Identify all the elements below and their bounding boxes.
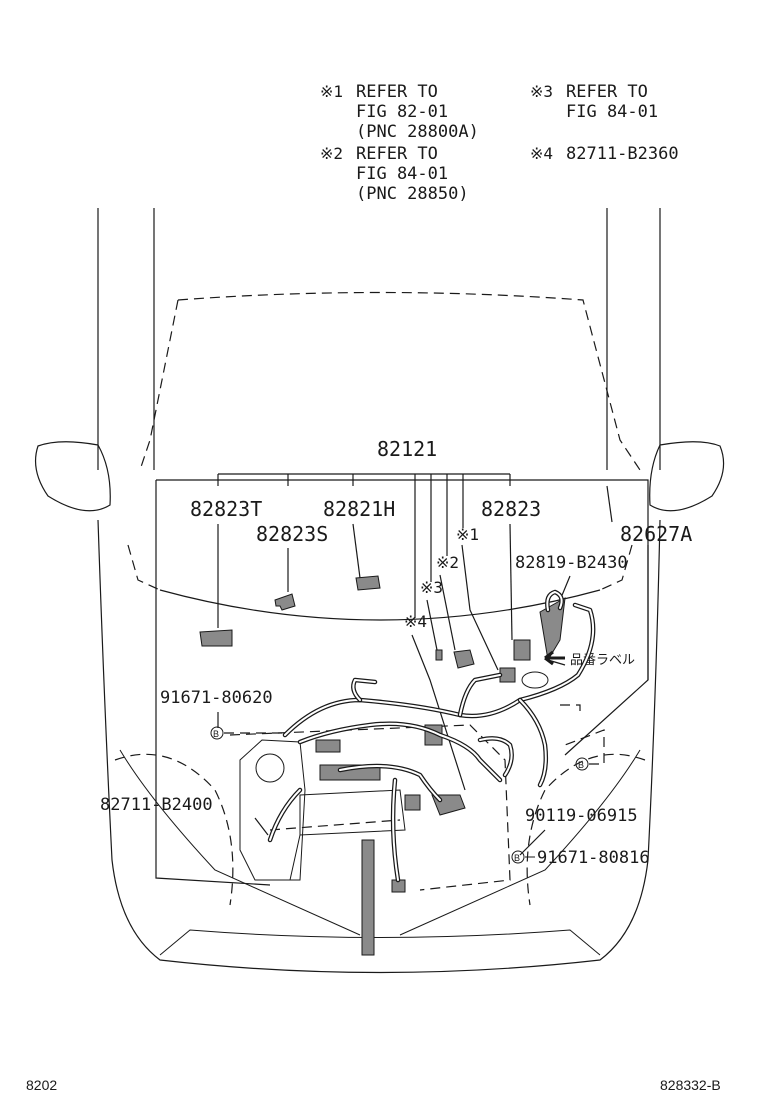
ref-mark-4: ※4 [404,612,427,631]
clip-b-letter-bottom: B [514,853,520,863]
clip-b-letter-right: B [578,760,584,770]
clip-b-symbols: B B B [210,726,605,864]
clip-b-letter-left: B [213,729,219,739]
note-1-mark: ※1 [320,82,343,101]
note-4-line-1: 82711-B2360 [566,144,679,164]
part-82823S: 82823S [256,522,328,546]
connector-82823T [199,629,233,647]
part-number-label-jp: 品番ラベル [570,652,635,667]
footer-figure-number: 8202 [26,1077,57,1093]
right-mirror [649,441,725,512]
note-1-line-3: (PNC 28800A) [356,122,479,142]
note-2-line-2: FIG 84-01 [356,164,448,184]
leader-lines [217,485,649,856]
part-90119-06915: 90119-06915 [525,806,638,826]
part-82823T: 82823T [190,497,262,521]
connector-82823 [513,639,531,661]
part-91671-80816: 91671-80816 [537,848,650,868]
note-2-mark: ※2 [320,144,343,163]
note-2-line-1: REFER TO [356,144,438,164]
ref-mark-2: ※2 [436,553,459,572]
part-82823: 82823 [481,497,541,521]
engine-outline [229,704,581,891]
part-82627A: 82627A [620,522,692,546]
notes-block: ※1 REFER TO FIG 82-01 (PNC 28800A) ※2 RE… [320,82,679,204]
part-82711-B2400: 82711-B2400 [100,795,213,815]
footer-drawing-code: 828332-B [660,1077,721,1093]
part-91671-80620: 91671-80620 [160,688,273,708]
connector-82823S [274,593,296,611]
part-82819-B2430: 82819-B2430 [515,553,628,573]
note-3-line-1: REFER TO [566,82,648,102]
label-82121: 82121 [217,437,511,486]
clip-b-circle-bottom [511,850,525,864]
note-4-mark: ※4 [530,144,553,163]
left-mirror [35,441,111,512]
vehicle-outline [35,208,725,974]
clip-b-circle-left [210,726,224,740]
relay-block [539,597,566,662]
part-82821H: 82821H [323,497,395,521]
label-ring [521,671,549,689]
ground-strap [361,839,375,956]
part-82121: 82121 [377,437,437,461]
clip-b-circle-right [575,757,589,771]
note-1-line-2: FIG 82-01 [356,102,448,122]
connector-82821H [355,575,381,591]
note-3-line-2: FIG 84-01 [566,102,658,122]
note-2-line-3: (PNC 28850) [356,184,469,204]
ref-mark-3: ※3 [420,578,443,597]
ref-mark-1: ※1 [456,525,479,544]
label-arrow-icon [544,650,565,666]
note-1-line-1: REFER TO [356,82,438,102]
note-3-mark: ※3 [530,82,553,101]
wire-harness [267,589,596,883]
